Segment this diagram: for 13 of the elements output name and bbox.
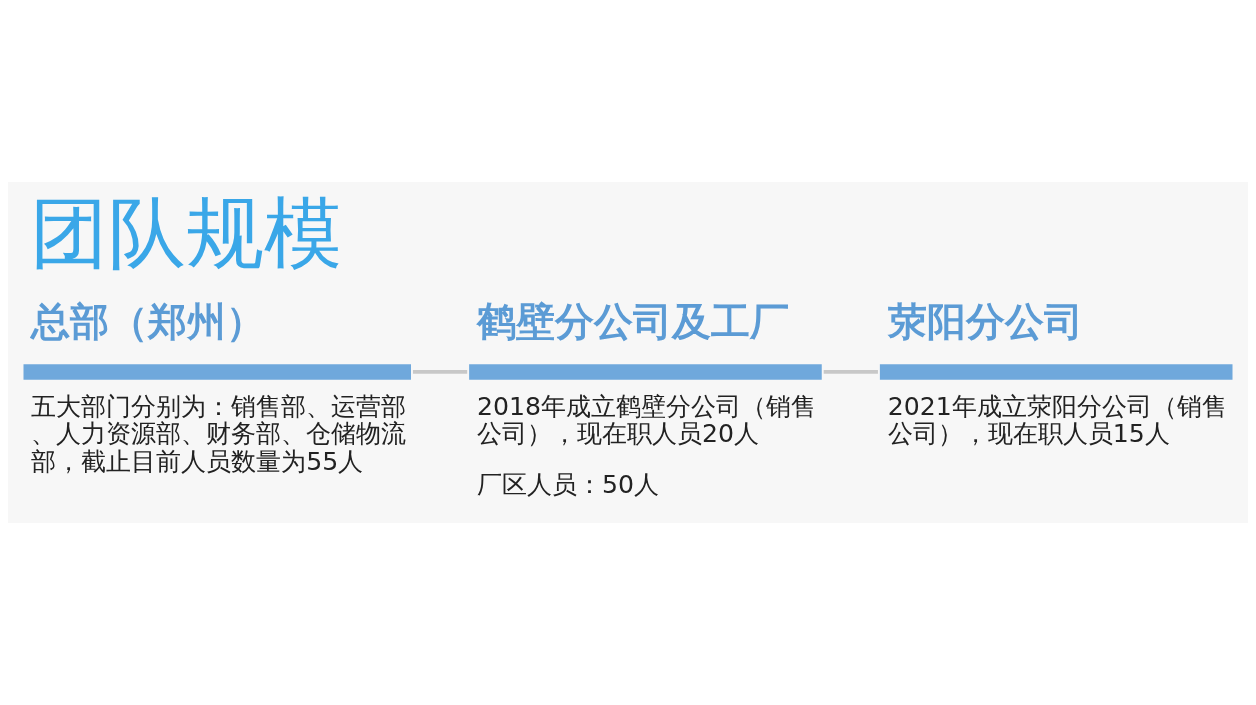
node-label: 荥阳分公司 xyxy=(887,299,1083,345)
node-label: 2018年成立鹤壁分公司（销售公司），现在职人员20人 xyxy=(476,392,816,449)
connector xyxy=(823,369,878,374)
node-label: 厂区人员：50人 xyxy=(476,469,659,499)
node-box xyxy=(23,364,411,380)
node-label: 总部（郑州） xyxy=(31,299,266,345)
node-label: 五大部门分别为：销售部、运营部、人力资源部、财务部、仓储物流部，截止目前人员数量为55人 xyxy=(31,392,407,476)
node-box xyxy=(879,364,1233,380)
node-label: 鹤壁分公司及工厂 xyxy=(476,299,789,345)
node-label: 2021年成立荥阳分公司（销售公司），现在职人员15人 xyxy=(887,392,1227,449)
diagram-title: 团队规模 xyxy=(30,187,343,278)
connector xyxy=(412,369,468,374)
node-box xyxy=(469,364,822,380)
